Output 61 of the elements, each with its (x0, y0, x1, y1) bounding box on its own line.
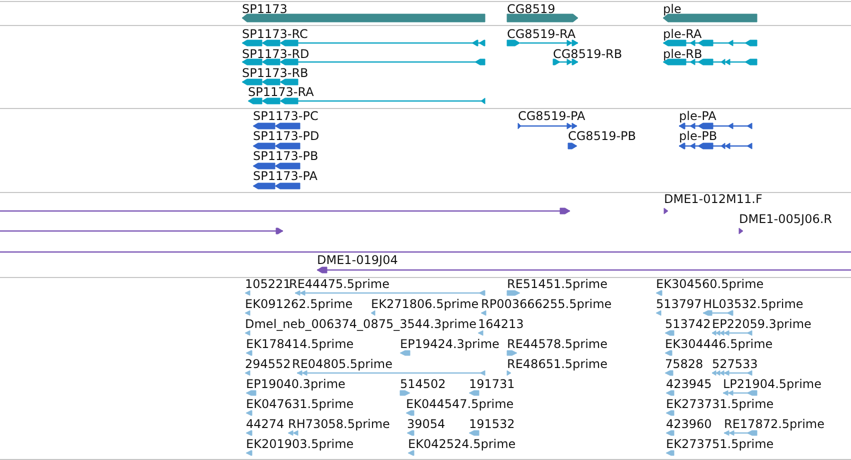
transcript-name: SP1173-RD (242, 48, 310, 61)
transcript-name: ple-RA (663, 28, 702, 41)
protein-name: SP1173-PA (253, 170, 318, 183)
est-name: RE04805.5prime (292, 358, 392, 371)
protein-name: SP1173-PB (253, 150, 318, 163)
transcript-name: SP1173-RB (242, 67, 308, 80)
est-name: RE44578.5prime (507, 338, 608, 351)
est-name: EK091262.5prime (245, 298, 353, 311)
est-name: 105221 (245, 278, 291, 291)
est-name: EK271806.5prime (371, 298, 479, 311)
est-name: EP22059.3prime (712, 318, 812, 331)
transcript-name: SP1173-RC (242, 28, 308, 41)
est-name: EK178414.5prime (246, 338, 354, 351)
est-name: RH73058.5prime (288, 418, 390, 431)
transcript-name: ple-RB (663, 48, 702, 61)
est-name: EK273751.5prime (666, 438, 774, 451)
gene-name: CG8519 (507, 3, 556, 16)
est-name: 294552 (245, 358, 291, 371)
clone-name: DME1-012M11.F (664, 193, 762, 206)
est-name: RE44475.5prime (289, 278, 390, 291)
est-name: 423945 (666, 378, 712, 391)
protein-name: ple-PA (679, 110, 716, 123)
est-name: EK042524.5prime (408, 438, 516, 451)
est-name: 44274 (246, 418, 284, 431)
protein-name: SP1173-PC (253, 110, 318, 123)
clone-name: DME1-019J04 (317, 254, 398, 267)
est-name: 513797 (656, 298, 702, 311)
est-name: EP19424.3prime (400, 338, 500, 351)
est-name: RE51451.5prime (507, 278, 608, 291)
est-name: EK304560.5prime (656, 278, 764, 291)
protein-name: CG8519-PB (568, 130, 636, 143)
transcript-name: CG8519-RA (507, 28, 576, 41)
gene-name: SP1173 (242, 3, 288, 16)
est-name: RE48651.5prime (507, 358, 608, 371)
gene-name: ple (663, 3, 682, 16)
est-name: Dmel_neb_006374_0875_3544.3prime (245, 318, 477, 331)
est-name: EK047631.5prime (246, 398, 354, 411)
est-name: EK273731.5prime (666, 398, 774, 411)
clone-name: DME1-005J06.R (739, 213, 832, 226)
est-name: 191731 (469, 378, 515, 391)
est-name: RP003666255.5prime (481, 298, 612, 311)
est-name: EP19040.3prime (246, 378, 346, 391)
est-name: 191532 (469, 418, 515, 431)
transcript-name: CG8519-RB (553, 48, 622, 61)
est-name: HL03532.5prime (703, 298, 804, 311)
est-name: RE17872.5prime (724, 418, 824, 431)
est-name: 39054 (407, 418, 446, 431)
est-name: LP21904.5prime (723, 378, 822, 391)
est-name: 423960 (666, 418, 712, 431)
est-name: 164213 (478, 318, 524, 331)
est-name: 75828 (665, 358, 704, 371)
est-name: EK044547.5prime (406, 398, 514, 411)
est-name: 514502 (400, 378, 446, 391)
est-name: 513742 (665, 318, 711, 331)
est-name: EK304446.5prime (665, 338, 773, 351)
protein-name: CG8519-PA (518, 110, 586, 123)
transcript-name: SP1173-RA (248, 86, 314, 99)
est-name: 527533 (712, 358, 758, 371)
est-name: EK201903.5prime (246, 438, 354, 451)
protein-name: ple-PB (679, 130, 718, 143)
protein-name: SP1173-PD (253, 130, 320, 143)
